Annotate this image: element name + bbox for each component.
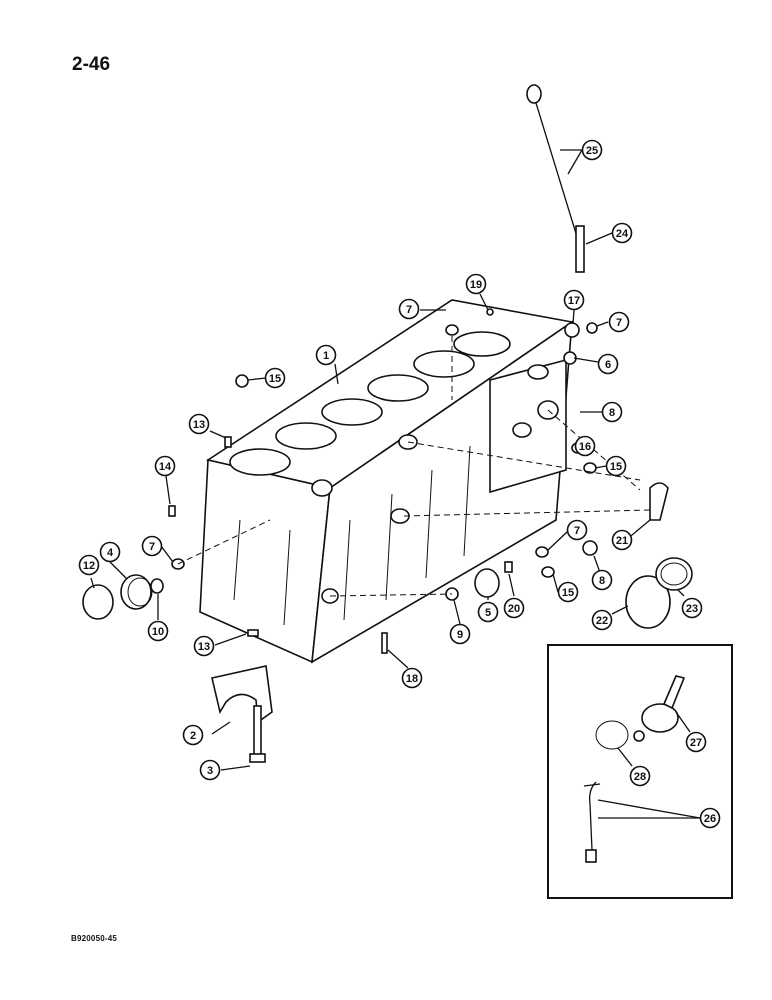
callout-20: 20 xyxy=(503,597,525,619)
callout-label: 19 xyxy=(470,279,482,291)
callout-label: 28 xyxy=(634,771,646,783)
callout-label: 23 xyxy=(686,603,698,615)
cap-bolt xyxy=(249,705,266,763)
callout-label: 22 xyxy=(596,615,608,627)
callout-label: 25 xyxy=(586,145,598,157)
callout-3: 3 xyxy=(199,759,221,781)
callout-label: 21 xyxy=(616,535,628,547)
callout-28: 28 xyxy=(629,765,651,787)
callout-6: 6 xyxy=(597,353,619,375)
cylinder-block xyxy=(199,299,575,664)
callout-label: 15 xyxy=(562,587,574,599)
callout-label: 15 xyxy=(269,373,281,385)
callout-label: 26 xyxy=(704,813,716,825)
callout-2: 2 xyxy=(182,724,204,746)
callout-18: 18 xyxy=(401,667,423,689)
callout-label: 15 xyxy=(610,461,622,473)
callout-15-left: 15 xyxy=(264,367,286,389)
callout-17: 17 xyxy=(563,289,585,311)
callout-13-lower: 13 xyxy=(193,635,215,657)
callout-12: 12 xyxy=(78,554,100,576)
callout-label: 16 xyxy=(579,441,591,453)
callout-label: 4 xyxy=(107,547,114,559)
callout-24: 24 xyxy=(611,222,633,244)
callout-27: 27 xyxy=(685,731,707,753)
callout-5: 5 xyxy=(477,601,499,623)
callout-23: 23 xyxy=(681,597,703,619)
callout-label: 3 xyxy=(207,765,213,777)
callout-1: 1 xyxy=(315,344,337,366)
callout-7-lower: 7 xyxy=(566,519,588,541)
callout-26: 26 xyxy=(699,807,721,829)
callout-label: 7 xyxy=(616,317,622,329)
callout-15-right: 15 xyxy=(605,455,627,477)
callout-label: 5 xyxy=(485,607,491,619)
callout-label: 18 xyxy=(406,673,418,685)
callout-label: 8 xyxy=(609,407,615,419)
callout-15-lower: 15 xyxy=(557,581,579,603)
callout-22: 22 xyxy=(591,609,613,631)
callout-8-upper: 8 xyxy=(601,401,623,423)
callout-label: 2 xyxy=(190,730,196,742)
callout-label: 24 xyxy=(616,228,629,240)
callout-label: 12 xyxy=(83,560,95,572)
callout-10: 10 xyxy=(147,620,169,642)
main-bearing-cap xyxy=(211,665,273,724)
callout-8-lower: 8 xyxy=(591,569,613,591)
callout-label: 27 xyxy=(690,737,702,749)
callout-label: 10 xyxy=(152,626,164,638)
callout-13-upper: 13 xyxy=(188,413,210,435)
callout-25: 25 xyxy=(581,139,603,161)
callout-label: 9 xyxy=(457,629,463,641)
callout-label: 7 xyxy=(574,525,580,537)
callout-7-top: 7 xyxy=(398,298,420,320)
callout-9: 9 xyxy=(449,623,471,645)
figure-code: B920050-45 xyxy=(71,934,118,943)
callout-label: 8 xyxy=(599,575,605,587)
callout-label: 17 xyxy=(568,295,580,307)
inset-detail xyxy=(547,644,733,899)
callout-label: 7 xyxy=(149,541,155,553)
callout-label: 14 xyxy=(159,461,172,473)
page-number: 2-46 xyxy=(72,54,111,75)
callout-label: 7 xyxy=(406,304,412,316)
callout-4: 4 xyxy=(99,541,121,563)
callout-14: 14 xyxy=(154,455,176,477)
callout-21: 21 xyxy=(611,529,633,551)
callout-7-left: 7 xyxy=(141,535,163,557)
callout-label: 13 xyxy=(193,419,205,431)
callout-label: 1 xyxy=(323,350,329,362)
dipstick-assembly xyxy=(526,84,585,273)
callout-label: 13 xyxy=(198,641,210,653)
callout-7-right: 7 xyxy=(608,311,630,333)
callout-label: 20 xyxy=(508,603,520,615)
callout-label: 6 xyxy=(605,359,611,371)
callout-16: 16 xyxy=(574,435,596,457)
callout-19: 19 xyxy=(465,273,487,295)
